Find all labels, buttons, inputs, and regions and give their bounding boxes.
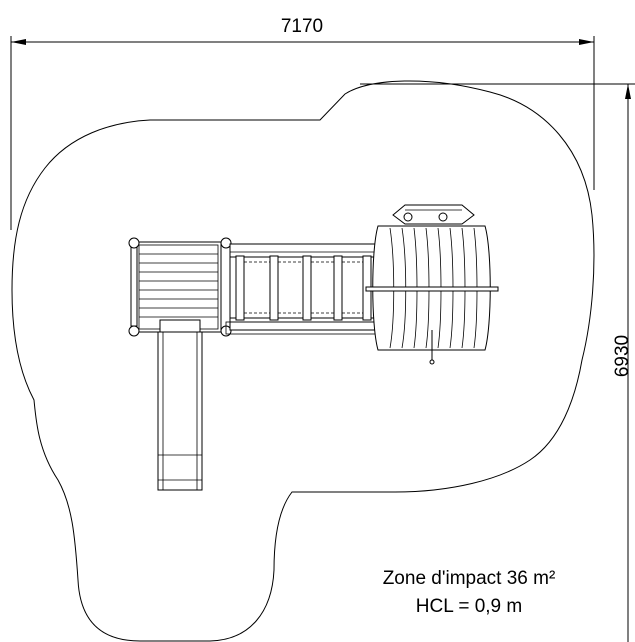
- tower: [365, 204, 499, 365]
- width-dimension-label: 7170: [281, 16, 323, 37]
- impact-zone-outline: [11, 80, 595, 642]
- deck-post-bottom-left: [128, 325, 140, 337]
- slide: [157, 319, 203, 491]
- deck-post-top-left: [128, 237, 140, 249]
- bridge-slat: [333, 255, 343, 321]
- slide-bed: [157, 331, 203, 491]
- tower-crossbar: [365, 286, 499, 292]
- roof-bolt-left: [403, 212, 413, 222]
- deck-side-rail: [130, 245, 138, 327]
- platform-deck: [128, 237, 232, 337]
- bridge-slat: [235, 255, 245, 321]
- deck-post-top-right: [220, 237, 232, 249]
- bridge-slat: [302, 255, 312, 321]
- height-dimension-label: 6930: [612, 335, 633, 377]
- height-arrow-top: [625, 84, 631, 99]
- bridge: [225, 243, 377, 335]
- width-arrow-right: [579, 39, 594, 45]
- height-dimension: 6930: [360, 83, 635, 642]
- deck-frame: [135, 241, 222, 333]
- width-arrow-left: [11, 39, 26, 45]
- hcl-note: HCL = 0,9 m: [416, 596, 522, 617]
- roof-bolt-right: [438, 212, 448, 222]
- slide-top: [159, 319, 201, 333]
- tower-pole-end: [429, 359, 435, 365]
- bridge-slat: [269, 255, 279, 321]
- impact-zone-note: Zone d'impact 36 m²: [383, 568, 556, 589]
- width-dimension: 7170: [10, 16, 595, 230]
